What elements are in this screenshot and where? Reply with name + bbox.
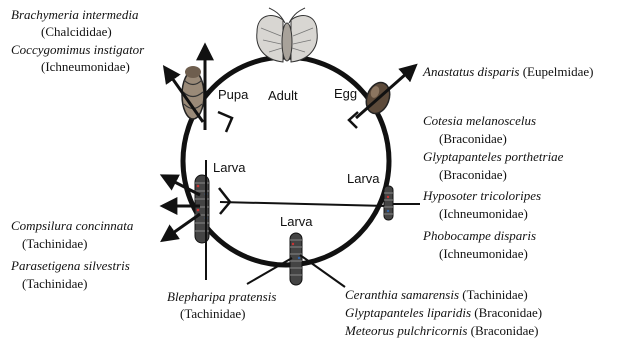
pupa-icon [182, 66, 204, 119]
species-larva-bottom-left-1: Blepharipa pratensis [167, 289, 276, 304]
species-egg-1: Anastatus disparis [423, 64, 519, 79]
adult-moth-icon [257, 8, 318, 62]
larva-right-icon [384, 186, 393, 220]
stage-label-larva-left: Larva [213, 160, 246, 175]
stage-label-pupa: Pupa [218, 87, 248, 102]
parasitoid-larva-bottom-right-3: Meteorus pulchricornis (Braconidae) [345, 323, 539, 338]
species-pupa-1: Brachymeria intermedia [11, 7, 138, 22]
species-larva-bottom-right-3: Meteorus pulchricornis [345, 323, 467, 338]
family-larva-right-3: (Ichneumonidae) [439, 206, 528, 221]
larva-left-arrow-3 [163, 214, 200, 240]
family-larva-bottom-left-1: (Tachinidae) [180, 306, 246, 321]
family-larva-left-1: (Tachinidae) [22, 236, 88, 251]
family-egg-1: (Eupelmidae) [523, 64, 594, 79]
species-larva-left-1: Compsilura concinnata [11, 218, 133, 233]
family-larva-right-2: (Braconidae) [439, 167, 507, 182]
parasitoid-larva-bottom-right-2: Glyptapanteles liparidis (Braconidae) [345, 305, 542, 320]
larva-left-arrow-1 [163, 176, 200, 195]
stage-label-adult: Adult [268, 88, 298, 103]
family-larva-bottom-right-3: (Braconidae) [471, 323, 539, 338]
species-pupa-2: Coccygomimus instigator [11, 42, 144, 57]
stage-label-larva-right: Larva [347, 171, 380, 186]
egg-bracket [349, 112, 358, 128]
species-larva-right-2: Glyptapanteles porthetriae [423, 149, 563, 164]
family-larva-left-2: (Tachinidae) [22, 276, 88, 291]
species-larva-left-2: Parasetigena silvestris [11, 258, 130, 273]
family-larva-bottom-right-1: (Tachinidae) [462, 287, 528, 302]
parasitoid-larva-bottom-right-1: Ceranthia samarensis (Tachinidae) [345, 287, 528, 302]
parasitoid-egg-1: Anastatus disparis (Eupelmidae) [423, 64, 593, 79]
species-larva-right-3: Hyposoter tricoloripes [423, 188, 541, 203]
species-larva-bottom-right-2: Glyptapanteles liparidis [345, 305, 471, 320]
family-larva-right-4: (Ichneumonidae) [439, 246, 528, 261]
stage-label-larva-bottom: Larva [280, 214, 313, 229]
stage-label-egg: Egg [334, 86, 357, 101]
species-larva-right-1: Cotesia melanoscelus [423, 113, 536, 128]
larva-left-connector [220, 202, 388, 206]
family-larva-right-1: (Braconidae) [439, 131, 507, 146]
larva-left-bracket [219, 188, 230, 214]
family-pupa-1: (Chalcididae) [41, 24, 112, 39]
species-larva-right-4: Phobocampe disparis [423, 228, 536, 243]
pupa-bracket [218, 112, 232, 132]
family-pupa-2: (Ichneumonidae) [41, 59, 130, 74]
species-larva-bottom-right-1: Ceranthia samarensis [345, 287, 459, 302]
family-larva-bottom-right-2: (Braconidae) [474, 305, 542, 320]
